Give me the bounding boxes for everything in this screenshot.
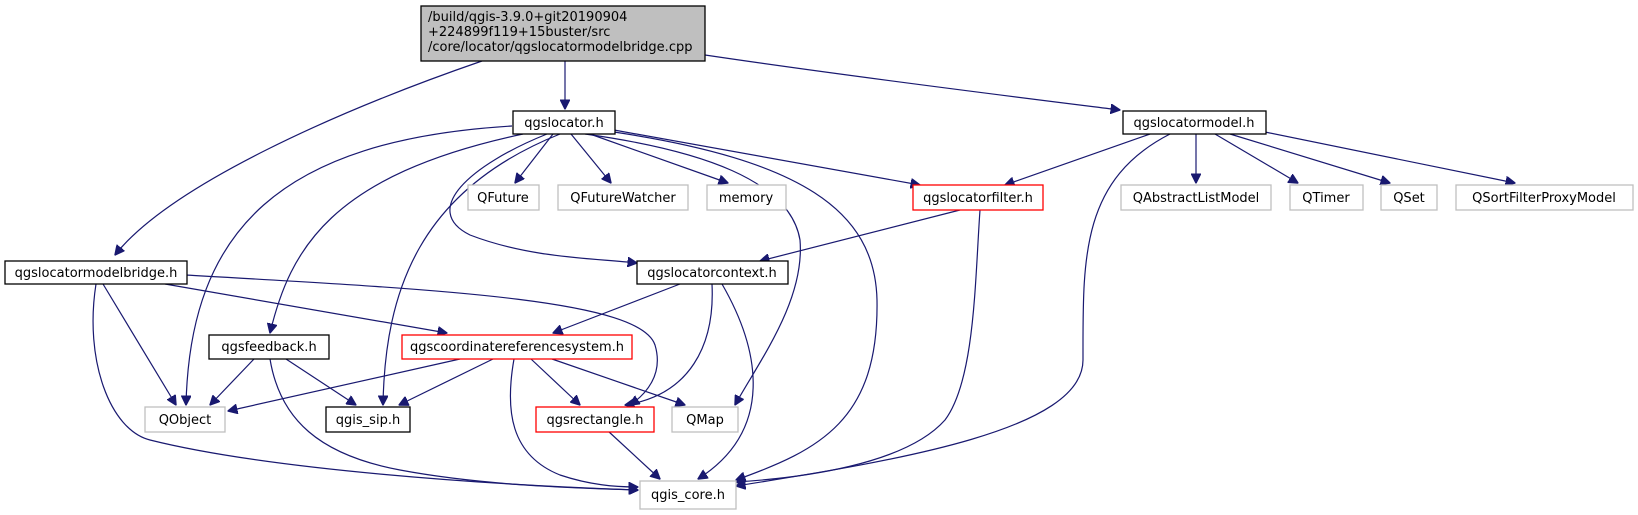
node-qfuture[interactable]: QFuture [467,184,540,211]
edge-qgslocatorfilter-to-qgis-core [736,209,981,482]
edge-qgslocator-to-qgslocatorfilter [613,129,920,185]
edge-qgslocatorcontext-to-qgscoordinatereferencesystem [553,283,681,333]
node-layer: /build/qgis-3.9.0+git20190904 +224899f11… [4,5,1634,510]
node-qsortfilterproxymodel[interactable]: QSortFilterProxyModel [1455,184,1634,211]
edge-qgsfeedback-to-qgis-sip [285,358,356,405]
node-label: qgscoordinatereferencesystem.h [410,340,624,355]
node-label: qgsrectangle.h [546,413,643,428]
root-line-2: +224899f119+15buster/src [428,25,610,40]
edge-layer [92,54,1515,490]
edge-qgslocatormodelbridge-to-qgsrectangle [184,274,658,405]
node-label: QFuture [477,191,529,206]
node-qfuturewatcher[interactable]: QFutureWatcher [557,184,689,211]
edge-qgslocator-to-qmap [584,133,801,405]
edge-qgscoordinatereferencesystem-to-qgis-sip [399,358,494,405]
node-label: qgslocatormodel.h [1134,116,1255,131]
node-label: qgis_sip.h [336,413,400,428]
edge-qgsrectangle-to-qgis-core [607,430,660,479]
node-memory[interactable]: memory [706,184,787,211]
edge-qgslocatormodel-to-qgis-core [736,133,1171,486]
node-label: memory [719,191,774,206]
node-qgsfeedback-h[interactable]: qgsfeedback.h [208,334,330,360]
edge-qgslocatorfilter-to-qgslocatorcontext [760,209,961,261]
root-line-1: /build/qgis-3.9.0+git20190904 [428,10,627,25]
edge-qgscoordinatereferencesystem-to-qgsrectangle [530,358,580,405]
node-qgslocatorcontext-h[interactable]: qgslocatorcontext.h [636,260,789,285]
node-qmap[interactable]: QMap [671,406,739,433]
edge-qgscoordinatereferencesystem-to-qobject [228,358,461,411]
node-qgis-sip-h[interactable]: qgis_sip.h [325,406,411,433]
node-label: QFutureWatcher [570,191,676,206]
node-qobject[interactable]: QObject [144,406,226,433]
edge-qgscoordinatereferencesystem-to-qgis-core [509,358,638,487]
edge-qgslocator-to-qgsfeedback [270,133,524,333]
edge-qgslocator-to-qfuture [515,133,554,183]
node-root-file[interactable]: /build/qgis-3.9.0+git20190904 +224899f11… [420,5,706,62]
node-qgis-core-h[interactable]: qgis_core.h [639,480,737,510]
edge-qgslocator-to-qfuturewatcher [570,133,611,183]
node-label: QSet [1393,191,1425,206]
node-qset[interactable]: QSet [1380,184,1438,211]
edge-qgslocatormodel-to-qset [1229,133,1390,183]
node-qtimer[interactable]: QTimer [1289,184,1364,211]
node-label: QObject [159,413,212,428]
node-label: qgis_core.h [651,488,725,503]
node-label: qgslocatorfilter.h [923,191,1033,206]
edge-qgsfeedback-to-qobject [210,358,255,405]
edge-root-to-qgslocatormodelbridge [115,60,483,255]
node-label: QSortFilterProxyModel [1472,191,1616,206]
edge-qgslocator-to-qgis-sip [383,133,561,405]
node-label: QAbstractListModel [1133,191,1260,206]
node-label: qgslocator.h [524,116,604,131]
edge-qgslocatormodel-to-qtimer [1214,133,1298,183]
node-label: qgsfeedback.h [221,340,316,355]
edge-qgslocatormodelbridge-to-qgis-core [92,283,638,490]
edge-qgslocatormodelbridge-to-qobject [102,283,176,405]
node-qgslocatormodelbridge-h[interactable]: qgslocatormodelbridge.h [4,260,188,285]
node-qgslocator-h[interactable]: qgslocator.h [512,110,616,135]
edge-qgslocatormodelbridge-to-qgscoordinatereferencesystem [164,283,447,333]
edge-qgscoordinatereferencesystem-to-qmap [551,358,685,405]
node-label: QTimer [1302,191,1350,206]
edge-qgslocatorcontext-to-qgsrectangle [625,283,713,405]
node-qgsrectangle-h[interactable]: qgsrectangle.h [535,406,655,433]
node-qgslocatormodel-h[interactable]: qgslocatormodel.h [1122,110,1267,135]
node-qgscoordinatereferencesystem-h[interactable]: qgscoordinatereferencesystem.h [401,334,633,360]
edge-qgslocatorcontext-to-qgis-core [698,283,754,479]
node-qabstractlistmodel[interactable]: QAbstractListModel [1120,184,1272,211]
root-line-3: /core/locator/qgslocatormodelbridge.cpp [428,40,692,55]
node-label: QMap [686,413,724,428]
edge-qgslocatormodel-to-qsortfilterproxymodel [1264,131,1515,183]
edge-qgslocator-to-qgis-core [613,131,878,480]
node-label: qgslocatorcontext.h [647,266,776,281]
edge-qgslocator-to-memory [589,133,728,183]
node-qgslocatorfilter-h[interactable]: qgslocatorfilter.h [912,184,1044,211]
edge-qgslocator-to-qgslocatorcontext [449,133,637,263]
node-label: qgslocatormodelbridge.h [15,266,178,281]
edge-qgslocatormodel-to-qgslocatorfilter [1005,133,1151,185]
edge-root-to-qgslocatormodel [704,54,1120,110]
edge-qgsfeedback-to-qgis-core [269,358,638,490]
edge-qgslocator-to-qobject [186,125,513,405]
